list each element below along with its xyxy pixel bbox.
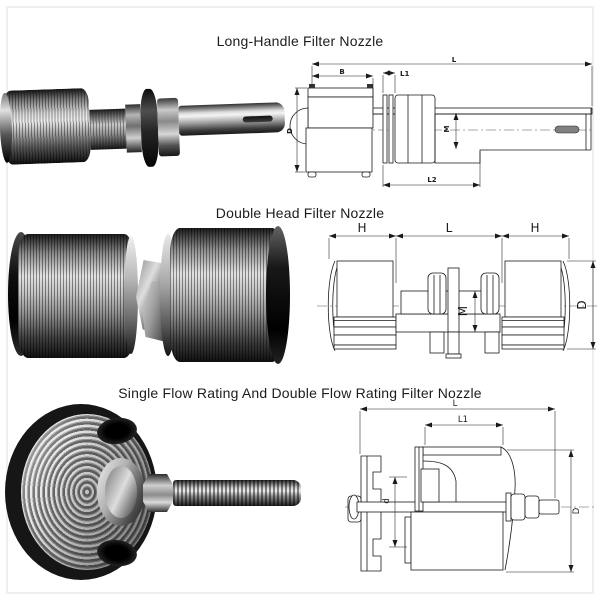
rod-slot <box>242 115 273 123</box>
dim-label-m: M <box>456 306 470 316</box>
long-handle-technical-drawing: L B L1 D M L2 <box>286 54 598 196</box>
dim-label-l2: L2 <box>427 176 436 184</box>
dim-label-l1: L1 <box>458 415 468 425</box>
threaded-rod <box>173 480 301 506</box>
dim-label-l1: L1 <box>400 70 409 78</box>
flow-rating-nozzle-photo <box>5 402 305 586</box>
dim-label-d-upper: D <box>575 300 589 309</box>
dim-label-l: L <box>446 221 453 235</box>
section-title: Single Flow Rating And Double Flow Ratin… <box>118 385 482 401</box>
dim-label-b: B <box>339 68 344 76</box>
long-handle-rod <box>178 102 286 136</box>
dim-label-d-upper: D <box>572 507 582 514</box>
dim-label-l: L <box>452 56 457 64</box>
wire-screen-drum-left <box>18 234 134 358</box>
hex-nut <box>156 97 180 157</box>
section-title: Long-Handle Filter Nozzle <box>216 33 384 49</box>
drum-left-rim <box>124 236 138 354</box>
hub-inner-ring <box>105 466 137 518</box>
section-title: Double Head Filter Nozzle <box>215 205 385 221</box>
dim-label-m: M <box>443 125 451 132</box>
dim-label-d-upper: D <box>286 128 294 134</box>
double-head-technical-drawing: H L H M D <box>315 221 600 376</box>
dim-label-h-right: H <box>530 221 539 235</box>
long-handle-nozzle-photo <box>0 75 292 181</box>
wire-screen-drum-right <box>170 228 282 362</box>
double-head-nozzle-photo <box>8 226 290 370</box>
center-hub <box>97 458 145 526</box>
right-end-cap <box>266 226 290 364</box>
dim-label-l: L <box>453 399 458 409</box>
wire-screen-head <box>2 87 92 165</box>
dim-label-h-left: H <box>357 221 366 235</box>
threaded-neck <box>89 108 127 150</box>
lock-nut <box>125 104 142 153</box>
flow-rating-technical-drawing: L L1 d D <box>343 399 600 597</box>
hex-nut <box>143 474 173 512</box>
dim-label-d-lower: d <box>382 498 392 503</box>
